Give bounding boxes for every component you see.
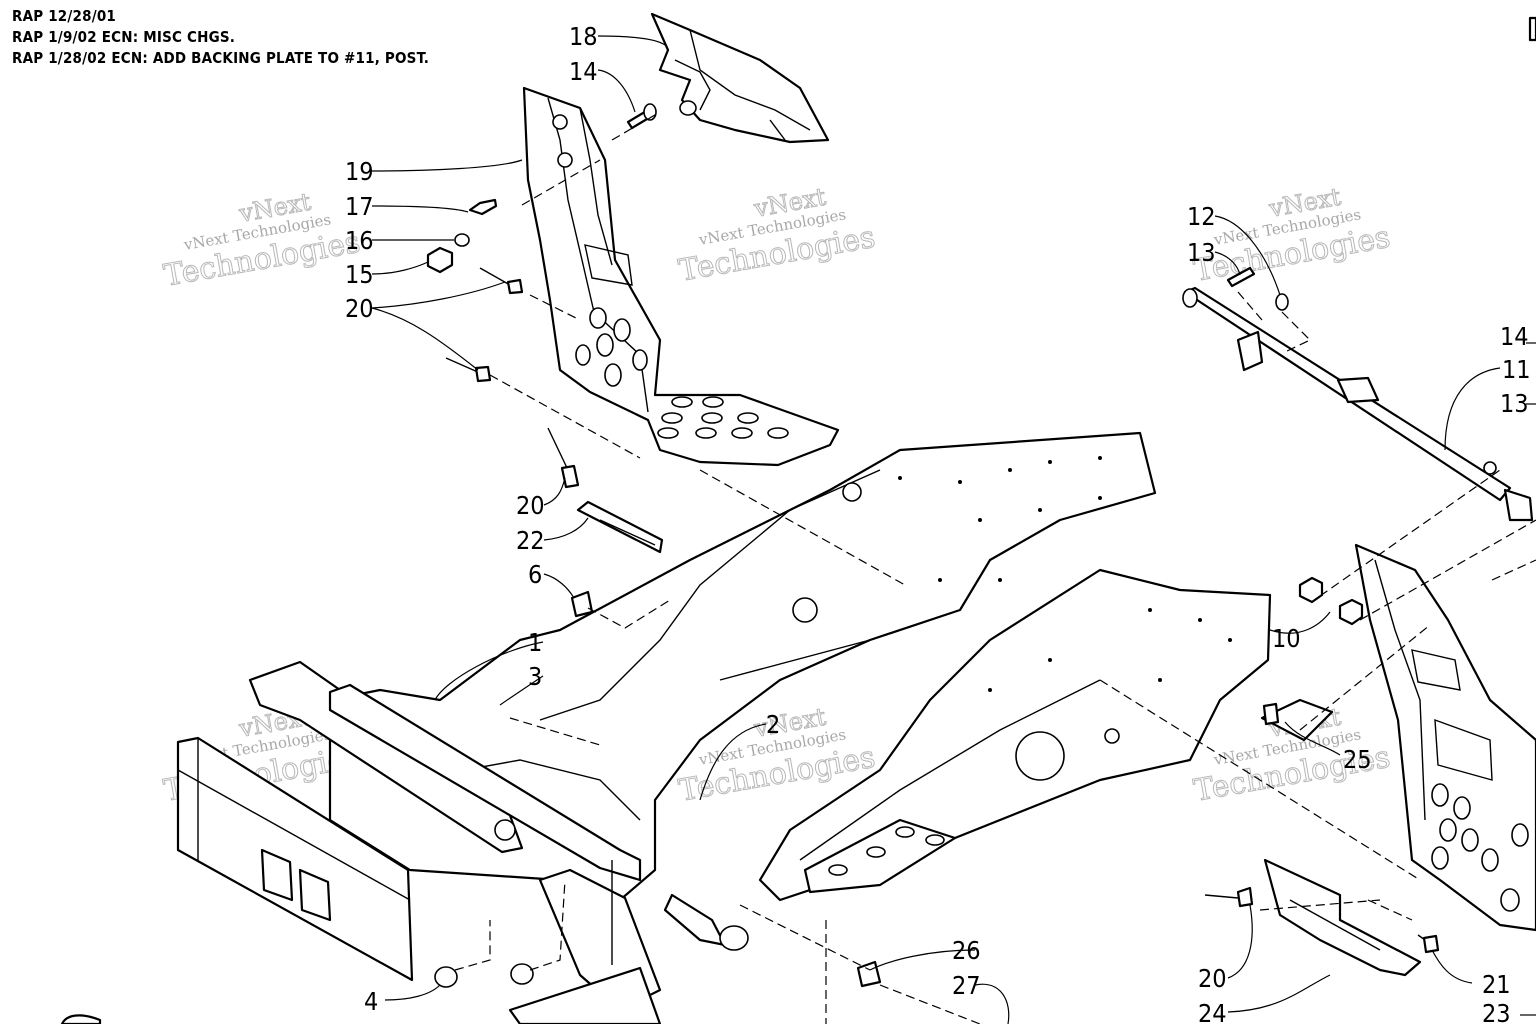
callout-24: 24 xyxy=(1198,999,1227,1024)
callout-25: 25 xyxy=(1343,745,1372,774)
part-20-rivet-a xyxy=(479,267,524,295)
callout-14: 14 xyxy=(569,57,598,86)
callout-13: 13 xyxy=(1187,238,1216,267)
callout-15: 15 xyxy=(345,260,374,289)
chassis-rivet-dots xyxy=(898,456,1232,692)
revision-note-1: RAP 12/28/01 xyxy=(12,7,117,25)
callout-4: 4 xyxy=(364,987,378,1016)
revision-note-3: RAP 1/28/02 ECN: ADD BACKING PLATE TO #1… xyxy=(12,49,430,67)
callout-numbers: 18 14 19 17 16 15 20 20 22 6 1 3 2 4 26 … xyxy=(345,22,1531,1024)
callout-20: 20 xyxy=(1198,964,1227,993)
revision-note-2: RAP 1/9/02 ECN: MISC CHGS. xyxy=(12,28,236,46)
watermark: vNext Technologies vNext Technologies xyxy=(676,182,879,289)
callout-2: 2 xyxy=(766,710,780,739)
watermark: vNext Technologies vNext Technologies xyxy=(1191,182,1394,289)
part-26-clip xyxy=(856,960,882,988)
callout-23: 23 xyxy=(1482,999,1511,1024)
partial-part-bottom-left xyxy=(60,1014,102,1024)
callout-18: 18 xyxy=(569,22,598,51)
callout-11: 11 xyxy=(1502,355,1531,384)
part-4-bushings xyxy=(434,963,534,988)
steering-post-hardware xyxy=(1226,266,1364,742)
callout-22: 22 xyxy=(516,526,545,555)
part-22-strip xyxy=(576,500,664,554)
part-18-nose-cover xyxy=(650,12,830,144)
part-21-rivet xyxy=(1417,934,1440,954)
part-1-main-chassis xyxy=(176,431,1272,1024)
part-11-steering-post xyxy=(1182,286,1534,522)
callout-3: 3 xyxy=(528,662,542,691)
right-edge-ticks xyxy=(1520,16,1536,1016)
part-17-screw xyxy=(468,198,498,216)
callout-14: 14 xyxy=(1500,322,1529,351)
part-25-backing-plate xyxy=(1260,698,1334,742)
callout-10: 10 xyxy=(1272,624,1301,653)
callout-21: 21 xyxy=(1482,970,1511,999)
callout-17: 17 xyxy=(345,192,374,221)
right-support-plate xyxy=(1354,543,1536,932)
part-15-nut xyxy=(426,246,454,274)
revision-notes: RAP 12/28/01 RAP 1/9/02 ECN: MISC CHGS. … xyxy=(12,6,429,69)
part-10-nuts xyxy=(1298,576,1364,626)
part-20-rivet-c xyxy=(547,427,580,489)
watermark: vNext Technologies vNext Technologies xyxy=(161,187,364,294)
callout-26: 26 xyxy=(952,936,981,965)
part-19-left-support-plate xyxy=(522,86,840,467)
callout-16: 16 xyxy=(345,226,374,255)
callout-6: 6 xyxy=(528,560,542,589)
part-13-bolt xyxy=(1226,266,1256,288)
callout-27: 27 xyxy=(952,971,981,1000)
assembly-lines xyxy=(454,111,1536,1024)
callout-20: 20 xyxy=(516,491,545,520)
part-20-rivet-b xyxy=(445,357,492,383)
part-16-washer xyxy=(454,233,470,247)
callout-13: 13 xyxy=(1500,389,1529,418)
callout-12: 12 xyxy=(1187,202,1216,231)
part-20-rivet-right xyxy=(1204,886,1254,908)
leader-lines xyxy=(371,35,1501,1024)
part-12-washer xyxy=(1275,293,1289,311)
callout-19: 19 xyxy=(345,157,374,186)
callout-1: 1 xyxy=(528,628,542,657)
footrest-holes xyxy=(657,396,789,439)
part-14-screw xyxy=(626,103,657,130)
callout-20: 20 xyxy=(345,294,374,323)
part-6-bushing xyxy=(570,590,594,618)
part-24-footrest-bracket xyxy=(1204,858,1440,977)
